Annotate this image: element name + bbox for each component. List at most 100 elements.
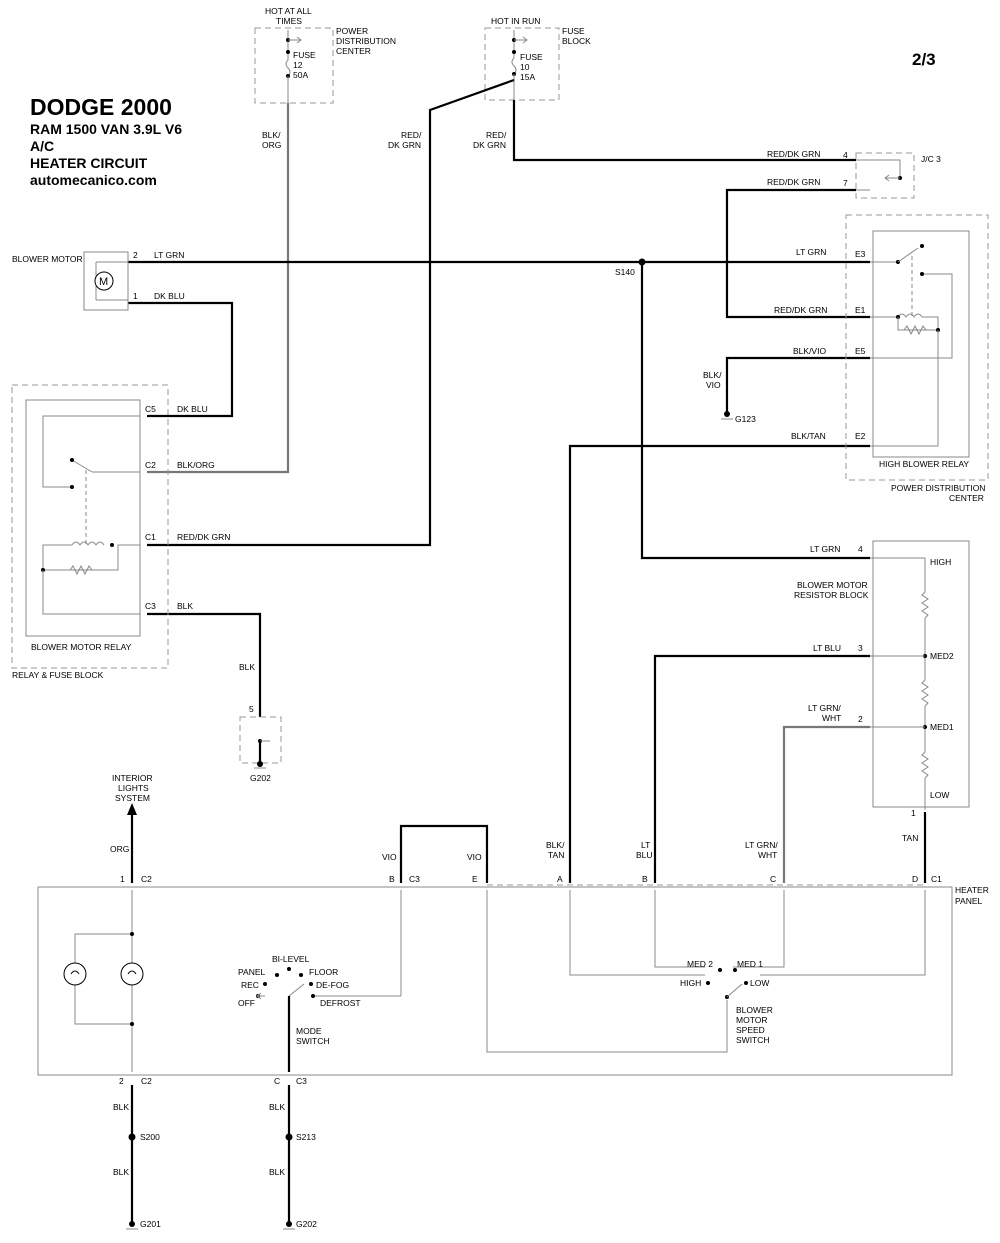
wire-label-lt-grn-wht-c-2: WHT	[758, 850, 777, 860]
blower-motor-relay-box	[25, 399, 141, 637]
fuse12-label-3: 50A	[293, 70, 308, 80]
wire-label-blk-tan-a-2: TAN	[548, 850, 564, 860]
bottom-conn-c2: C2	[141, 1076, 152, 1086]
wire-label-lt-blu-b-2: BLU	[636, 850, 653, 860]
wire-label-blk-vio-e5: BLK/VIO	[793, 346, 826, 356]
interior-lights-label-3: SYSTEM	[115, 793, 150, 803]
wire-label-blk-vio-g123-1: BLK/	[703, 370, 722, 380]
relay-pin-e2: E2	[855, 431, 866, 441]
blower-speed-switch-icon	[486, 890, 926, 1053]
mode-switch-label-2: SWITCH	[296, 1036, 330, 1046]
wire-label-lt-grn-wht-2: WHT	[822, 713, 841, 723]
wire-label-blk-tan-e2: BLK/TAN	[791, 431, 826, 441]
splice-s213-icon	[285, 1133, 293, 1141]
resistor-pin-1: 1	[911, 808, 916, 818]
wire-label-blk-org-2: ORG	[262, 140, 281, 150]
blower-motor-box	[83, 251, 129, 311]
panel-pin-e: E	[472, 874, 478, 884]
relay-fuse-block-label: RELAY & FUSE BLOCK	[12, 670, 104, 680]
hot-at-all-label-1: HOT AT ALL	[265, 6, 312, 16]
interior-lights-label-1: INTERIOR	[112, 773, 153, 783]
wire-label-lt-grn-e3: LT GRN	[796, 247, 826, 257]
wire-label-lt-grn-motor: LT GRN	[154, 250, 184, 260]
hot-at-all-label-2: TIMES	[276, 16, 302, 26]
wire-label-lt-grn-wht-1: LT GRN/	[808, 703, 841, 713]
ground-g202-label: G202	[250, 773, 271, 783]
wire-label-red-dkgrn-left-2: DK GRN	[388, 140, 421, 150]
splice-s213-label: S213	[296, 1132, 316, 1142]
mode-off-label: OFF	[238, 998, 255, 1008]
pdc-label-3: CENTER	[336, 46, 371, 56]
ground-g202-icon	[254, 739, 270, 769]
g202-connector-box	[239, 716, 282, 764]
resistor-med1-label: MED1	[930, 722, 954, 732]
resistor-block-label-2: RESISTOR BLOCK	[794, 590, 869, 600]
hot-in-run-label: HOT IN RUN	[491, 16, 540, 26]
wire-label-blk-g202: BLK	[239, 662, 255, 672]
resistor-low-label: LOW	[930, 790, 949, 800]
power-distribution-center-box	[254, 27, 334, 104]
fuse-block-label-2: BLOCK	[562, 36, 591, 46]
fuse10-label-3: 15A	[520, 72, 535, 82]
speed-switch-label-3: SPEED	[736, 1025, 765, 1035]
speed-med1-label: MED 1	[737, 959, 763, 969]
circuit-wires	[128, 78, 927, 1225]
splice-s140-icon	[638, 258, 646, 266]
mode-panel-label: PANEL	[238, 967, 266, 977]
website-label: automecanico.com	[30, 172, 157, 188]
wire-label-lt-grn-pin4: LT GRN	[810, 544, 840, 554]
ground-g202-bottom-label: G202	[296, 1219, 317, 1229]
wire-label-red-dkgrn-left-1: RED/	[401, 130, 422, 140]
diagram-title: DODGE 2000	[30, 94, 172, 120]
speed-switch-label-2: MOTOR	[736, 1015, 767, 1025]
fuse10-label-2: 10	[520, 62, 530, 72]
relay-pin-e5: E5	[855, 346, 866, 356]
fuse10-label-1: FUSE	[520, 52, 543, 62]
relay-fuse-block-box	[11, 384, 169, 669]
relay-pin-c3: C3	[145, 601, 156, 611]
high-blower-relay-label: HIGH BLOWER RELAY	[879, 459, 969, 469]
ground-g202-bottom-icon	[283, 1221, 295, 1230]
mode-switch-label-1: MODE	[296, 1026, 322, 1036]
pdc-label-1: POWER	[336, 26, 368, 36]
blower-motor-label: BLOWER MOTOR	[12, 254, 83, 264]
wire-label-blk-org-relay: BLK/ORG	[177, 460, 215, 470]
heater-panel-label-1: HEATER	[955, 885, 989, 895]
bottom-conn-c3: C3	[296, 1076, 307, 1086]
high-blower-relay-box	[872, 230, 970, 458]
speed-med2-label: MED 2	[687, 959, 713, 969]
splice-s200-icon	[128, 1133, 136, 1141]
resistor-block-label-1: BLOWER MOTOR	[797, 580, 868, 590]
pdc-right-box	[845, 214, 989, 481]
bottom-pin-2: 2	[119, 1076, 124, 1086]
wire-label-blk-tan-a-1: BLK/	[546, 840, 565, 850]
wire-label-vio-e: VIO	[467, 852, 482, 862]
wire-label-vio-b: VIO	[382, 852, 397, 862]
jc3-pin-4: 4	[843, 150, 848, 160]
relay-switch-icon	[41, 415, 140, 615]
panel-pin-b-right: B	[642, 874, 648, 884]
wire-label-red-dkgrn-jc3-4: RED/DK GRN	[767, 149, 820, 159]
high-blower-relay-icon	[870, 244, 953, 447]
arrow-up-icon	[127, 803, 137, 815]
resistor-pin-2: 2	[858, 714, 863, 724]
bottom-pin-c: C	[274, 1076, 280, 1086]
fuse-10-icon	[511, 30, 528, 100]
resistor-med2-label: MED2	[930, 651, 954, 661]
motor-pin-1: 1	[133, 291, 138, 301]
speed-high-label: HIGH	[680, 978, 701, 988]
mode-switch-icon	[256, 890, 402, 1072]
splice-s140-label: S140	[615, 267, 635, 277]
panel-pin-b-left: B	[389, 874, 395, 884]
blower-motor-relay-label: BLOWER MOTOR RELAY	[31, 642, 132, 652]
speed-switch-label-1: BLOWER	[736, 1005, 773, 1015]
circuit-name: HEATER CIRCUIT	[30, 155, 148, 171]
speed-low-label: LOW	[750, 978, 769, 988]
panel-pin-a: A	[557, 874, 563, 884]
wire-label-org: ORG	[110, 844, 129, 854]
pdc-label-2: DISTRIBUTION	[336, 36, 396, 46]
relay-pin-c5: C5	[145, 404, 156, 414]
resistor-high-label: HIGH	[930, 557, 951, 567]
